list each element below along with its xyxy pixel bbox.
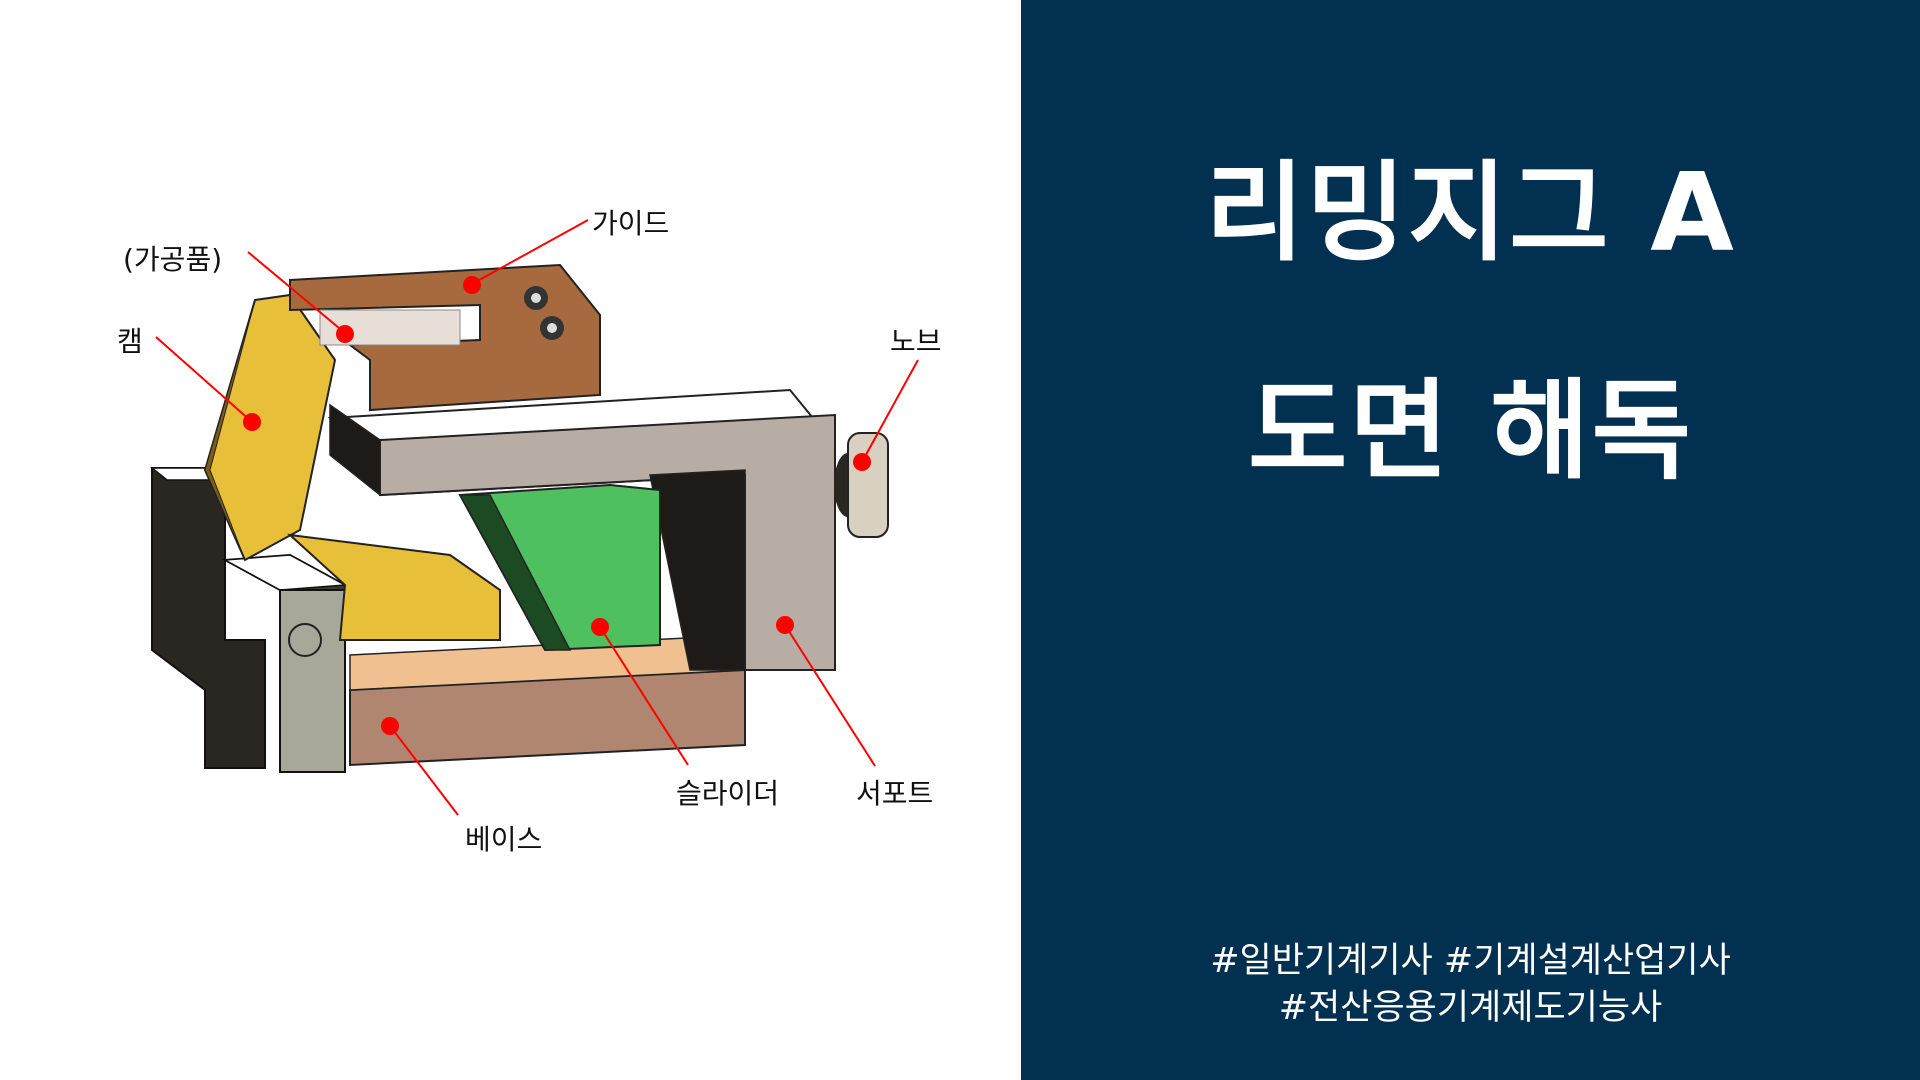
label-workpiece: (가공품) xyxy=(123,243,223,276)
hashtags-line-2: #전산응용기계제도기능사 xyxy=(1278,988,1663,1028)
title-line-1: 리밍지그 A xyxy=(1205,151,1736,276)
label-knob: 노브 xyxy=(890,325,942,358)
reaming-jig-drawing xyxy=(149,219,919,816)
hashtags: #일반기계기사 #기계설계산업기사 #전산응용기계제도기능사 xyxy=(1021,938,1920,1032)
label-support: 서포트 xyxy=(856,777,934,810)
callout-dots xyxy=(243,276,871,735)
label-guide: 가이드 xyxy=(592,207,670,240)
label-base: 베이스 xyxy=(465,823,543,856)
knob-part xyxy=(847,432,889,538)
label-slider: 슬라이더 xyxy=(676,777,780,810)
guide-part xyxy=(289,263,601,412)
label-cam: 캠 xyxy=(117,325,143,358)
title-line-2: 도면 해독 xyxy=(1247,369,1694,494)
diagram-panel: (가공품) 가이드 캠 노브 슬라이더 서포트 베이스 xyxy=(117,207,942,856)
hashtags-line-1: #일반기계기사 #기계설계산업기사 xyxy=(1210,941,1731,981)
left-block xyxy=(279,589,346,773)
callout-lines xyxy=(155,219,919,816)
left-bracket xyxy=(151,467,266,769)
title-panel: 리밍지그 A 도면 해독 #일반기계기사 #기계설계산업기사 #전산응용기계제도… xyxy=(1021,0,1920,1080)
